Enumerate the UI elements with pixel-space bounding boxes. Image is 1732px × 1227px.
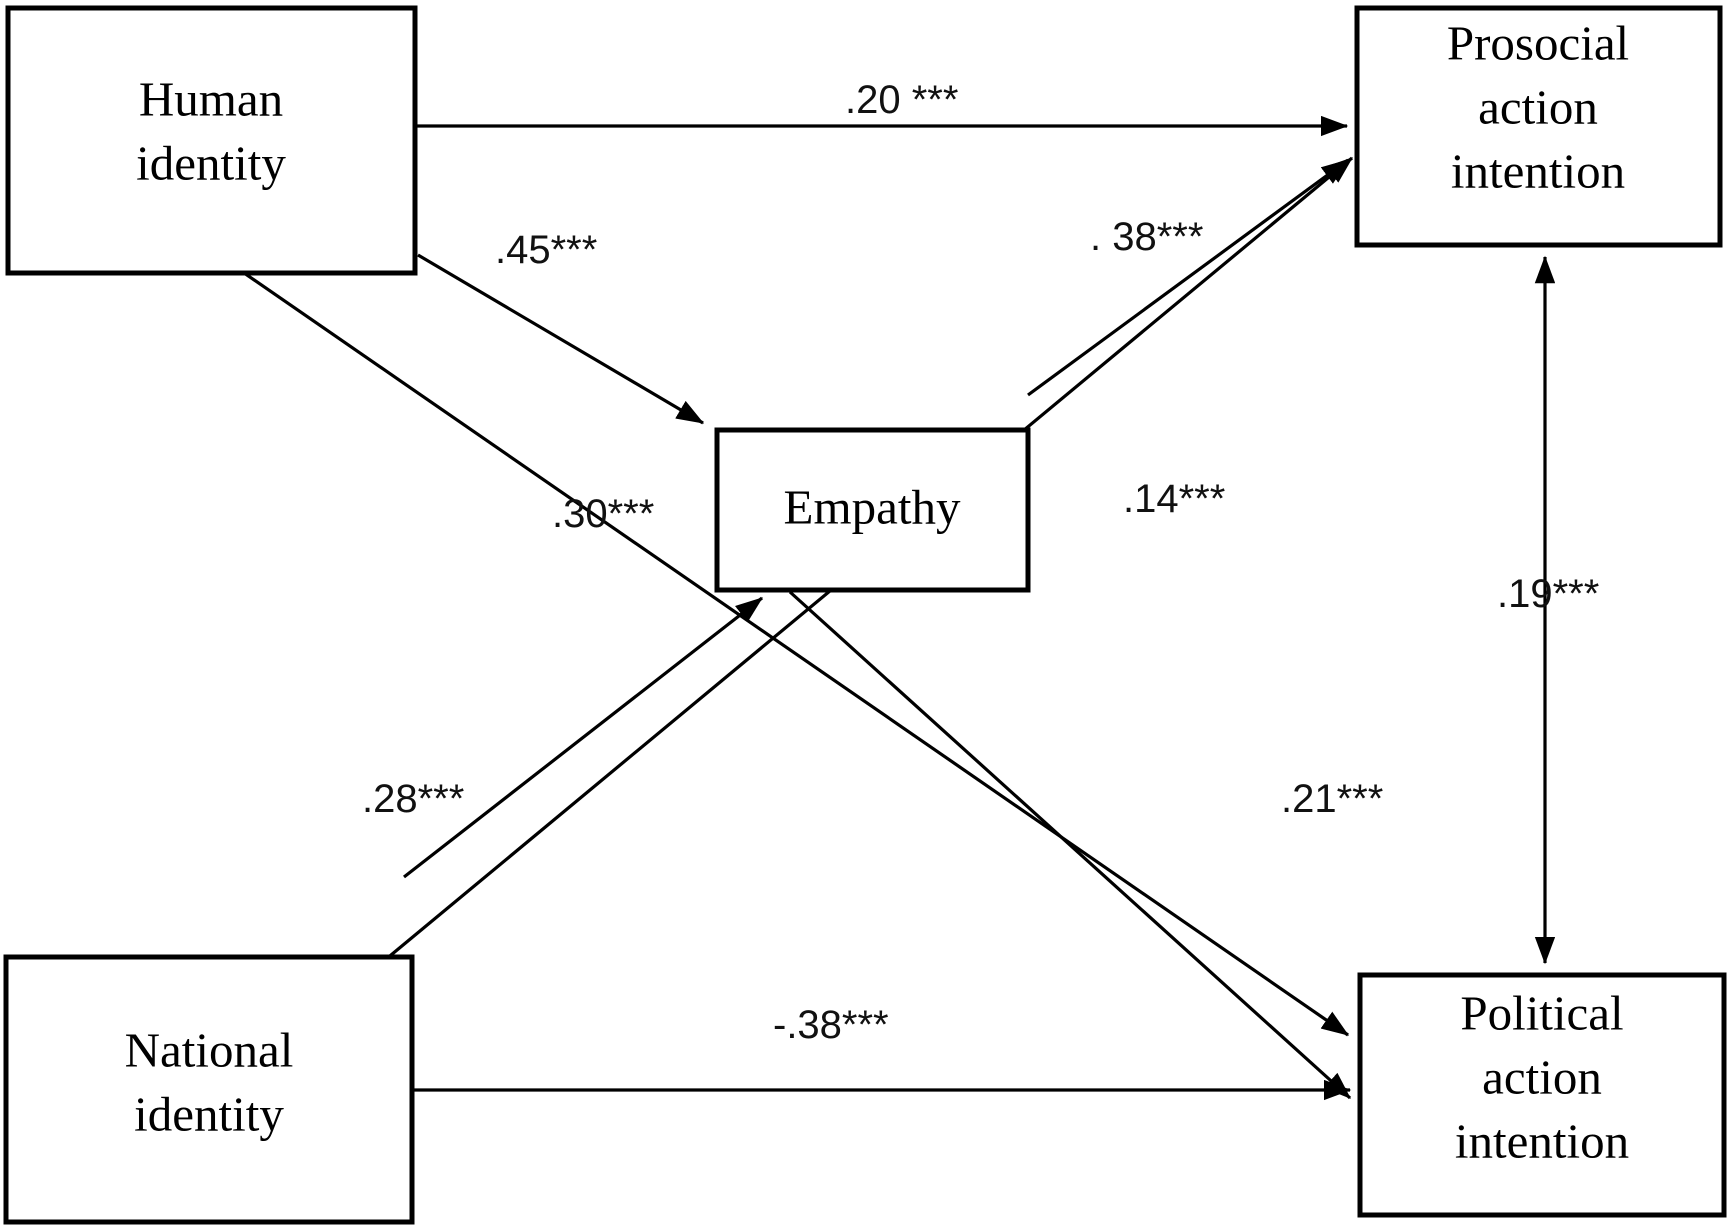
edge-label-national-to-empathy: .28*** [362,777,464,821]
node-label-line: identity [136,135,286,190]
node-box[interactable] [1354,5,1723,248]
edge-line [403,596,764,879]
edge-line [204,244,1350,1037]
node-box[interactable] [1357,972,1727,1218]
node-label-line: identity [134,1086,284,1141]
node-empathy[interactable]: Empathy [714,427,1031,593]
edge-label-empathy-to-political: .21*** [1281,777,1383,821]
edge-national-to-empathy [403,596,764,879]
node-prosocial-action-intention[interactable]: Prosocial action intention [1354,5,1723,248]
edge-label-prosocial-political-covariance: .19*** [1497,572,1599,616]
edge-empathy-to-political [788,590,1352,1100]
edge-human-to-political [204,244,1350,1037]
edge-label-empathy-to-prosocial: . 38*** [1090,215,1203,259]
edge-label-group: .20 *** .45*** . 38*** .30*** .14*** .19… [362,78,1599,1047]
node-box[interactable] [714,427,1031,593]
node-box[interactable] [3,954,415,1225]
node-label-line: National [125,1022,294,1077]
node-national-identity[interactable]: National identity [3,954,415,1225]
edge-label-national-to-political: -.38*** [773,1003,889,1047]
node-label-line: Human [139,71,283,126]
edge-line [417,253,705,425]
edge-human-to-empathy [417,253,705,425]
node-box[interactable] [5,5,418,276]
edge-empathy-to-prosocial [1027,158,1350,397]
edge-line [788,590,1352,1100]
edge-line [1027,158,1350,397]
edge-label-human-to-political: .30*** [552,492,654,536]
node-label-line: Prosocial [1447,15,1629,70]
edge-label-human-to-empathy: .45*** [495,228,597,272]
node-label-line: Political [1460,985,1623,1040]
node-human-identity[interactable]: Human identity [5,5,418,276]
node-political-action-intention[interactable]: Political action intention [1357,972,1727,1218]
node-label-line: action [1482,1049,1602,1104]
node-label-line: intention [1455,1113,1629,1168]
node-label-line: intention [1451,143,1625,198]
edge-label-national-to-prosocial: .14*** [1123,477,1225,521]
edge-label-human-to-prosocial: .20 *** [845,78,958,122]
node-label-line: Empathy [784,479,961,534]
node-label-line: action [1478,79,1598,134]
